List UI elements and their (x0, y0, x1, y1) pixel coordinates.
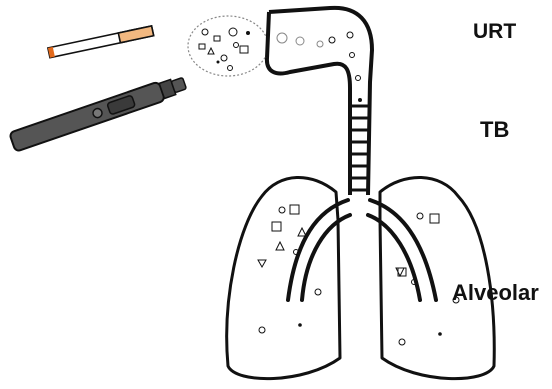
cigarette-icon (48, 26, 154, 58)
vape-pen-icon (9, 74, 188, 152)
aerosol-cloud-icon (188, 16, 268, 76)
region-label-tb: TB (480, 117, 509, 143)
left-lung-icon (227, 177, 340, 378)
airway-icon (267, 8, 372, 195)
right-lung-icon (380, 177, 494, 378)
bronchi-icon (288, 200, 436, 300)
region-label-alveolar: Alveolar (452, 280, 539, 306)
region-label-urt: URT (473, 20, 516, 44)
